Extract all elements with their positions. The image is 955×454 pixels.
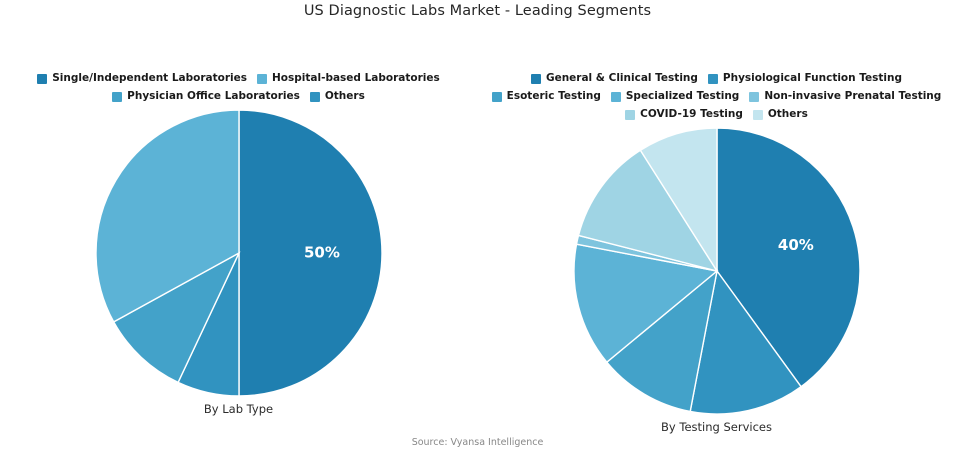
pie-slice-specialized-testing[interactable] — [572, 243, 719, 364]
legend-label: Esoteric Testing — [506, 90, 601, 102]
pie-slice-hospital-based-laboratories[interactable] — [94, 109, 240, 323]
source-note: Source: Vyansa Intelligence — [411, 437, 544, 448]
pie-chart-testing-services: 40% — [478, 126, 955, 416]
legend-swatch-icon — [257, 74, 268, 84]
legend-item-others[interactable]: Others — [309, 88, 365, 104]
legend-swatch-icon — [707, 74, 718, 84]
chart-title: US Diagnostic Labs Market - Leading Segm… — [303, 3, 652, 19]
legend-swatch-icon — [491, 92, 502, 102]
legend-lab-type: Single/Independent Laboratories Hospital-… — [0, 70, 477, 106]
pie-slice-single-independent-laboratories[interactable] — [237, 109, 383, 397]
legend-swatch-icon — [112, 92, 123, 102]
pie-slice-value-label: 50% — [303, 244, 339, 262]
legend-label: Single/Independent Laboratories — [52, 72, 248, 84]
legend-swatch-icon — [530, 74, 541, 84]
legend-item-non-invasive-prenatal-testing[interactable]: Non-invasive Prenatal Testing — [749, 88, 941, 104]
legend-item-single-independent-laboratories[interactable]: Single/Independent Laboratories — [37, 70, 247, 86]
pie-slice-others[interactable] — [638, 127, 718, 274]
legend-item-hospital-based-laboratories[interactable]: Hospital-based Laboratories — [257, 70, 440, 86]
legend-testing-services: General & Clinical Testing Physiological … — [478, 70, 955, 124]
legend-label: Others — [324, 90, 365, 102]
pie-slice-general-clinical-testing[interactable] — [715, 127, 861, 388]
legend-swatch-icon — [625, 110, 636, 120]
pie-svg-lab-type: 50% — [94, 109, 383, 397]
legend-swatch-icon — [610, 92, 621, 102]
legend-item-specialized-testing[interactable]: Specialized Testing — [610, 88, 740, 104]
pie-panel-testing-services: General & Clinical Testing Physiological … — [478, 70, 955, 440]
legend-label: Hospital-based Laboratories — [272, 72, 440, 84]
legend-label: Physiological Function Testing — [722, 72, 903, 84]
panel-caption-testing-services: By Testing Services — [661, 420, 772, 434]
legend-label: Non-invasive Prenatal Testing — [764, 90, 942, 102]
legend-label: COVID-19 Testing — [640, 108, 743, 120]
legend-swatch-icon — [37, 74, 48, 84]
legend-label: Physician Office Laboratories — [127, 90, 300, 102]
legend-swatch-icon — [749, 92, 760, 102]
pie-panel-lab-type: Single/Independent Laboratories Hospital-… — [0, 70, 477, 440]
legend-label: Others — [767, 108, 808, 120]
legend-item-esoteric-testing[interactable]: Esoteric Testing — [491, 88, 601, 104]
pie-slice-value-label: 40% — [777, 236, 813, 254]
legend-label: General & Clinical Testing — [545, 72, 698, 84]
legend-swatch-icon — [752, 110, 763, 120]
legend-item-physician-office-laboratories[interactable]: Physician Office Laboratories — [112, 88, 300, 104]
pie-svg-testing-services: 40% — [572, 127, 861, 415]
panel-caption-lab-type: By Lab Type — [203, 402, 274, 416]
legend-label: Specialized Testing — [625, 90, 740, 102]
pie-slice-physiological-function-testing[interactable] — [688, 269, 802, 415]
pie-slice-covid-19-testing[interactable] — [577, 149, 719, 273]
legend-item-physiological-function-testing[interactable]: Physiological Function Testing — [707, 70, 903, 86]
legend-item-covid-19-testing[interactable]: COVID-19 Testing — [625, 106, 743, 122]
legend-item-others[interactable]: Others — [752, 106, 808, 122]
pie-slice-esoteric-testing[interactable] — [605, 269, 718, 413]
legend-swatch-icon — [309, 92, 320, 102]
legend-item-general-clinical-testing[interactable]: General & Clinical Testing — [530, 70, 698, 86]
pie-slice-physician-office-laboratories[interactable] — [112, 251, 241, 384]
pie-chart-lab-type: 50% — [0, 108, 477, 398]
